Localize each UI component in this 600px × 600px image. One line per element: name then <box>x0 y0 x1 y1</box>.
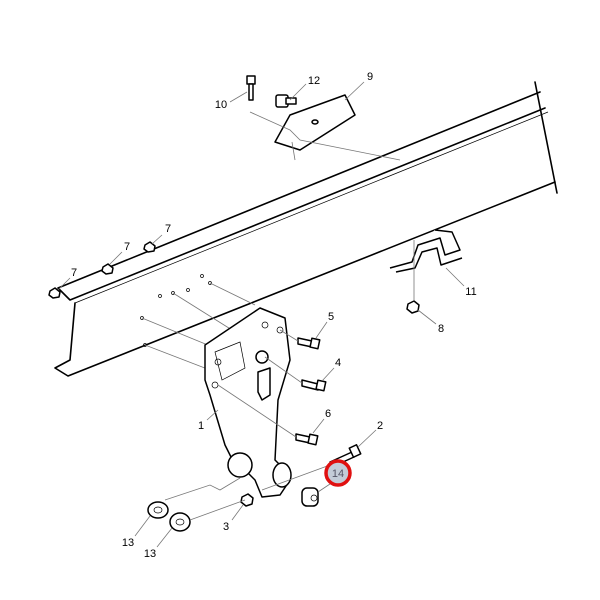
callout-5[interactable]: 5 <box>328 311 334 323</box>
callout-11[interactable]: 11 <box>465 286 476 298</box>
mount-bracket-part-1 <box>204 307 292 498</box>
callout-9[interactable]: 9 <box>367 71 373 83</box>
frame-rail <box>54 81 558 377</box>
nut-part-8 <box>406 300 420 314</box>
callout-4[interactable]: 4 <box>335 357 341 369</box>
bolt-part-10 <box>246 75 256 101</box>
callout-12[interactable]: 12 <box>308 75 320 87</box>
callout-13[interactable]: 13 <box>144 548 156 560</box>
nuts-part-7 <box>48 241 156 299</box>
highlight-circle-14[interactable] <box>324 459 352 487</box>
bracket-part-11 <box>389 229 463 300</box>
callout-10[interactable]: 10 <box>215 99 227 111</box>
callout-14[interactable]: 14 <box>332 468 344 480</box>
nut-part-3 <box>240 493 254 507</box>
callout-6[interactable]: 6 <box>325 408 331 420</box>
callout-7[interactable]: 7 <box>165 223 171 235</box>
callout-1[interactable]: 1 <box>198 420 204 432</box>
callout-3[interactable]: 3 <box>223 521 229 533</box>
washers-part-13 <box>147 477 246 532</box>
callout-labels: 10 12 9 7 7 7 11 8 5 4 6 1 2 14 3 13 13 <box>71 71 477 560</box>
callout-7[interactable]: 7 <box>71 267 77 279</box>
callout-8[interactable]: 8 <box>438 323 444 335</box>
bolts <box>217 329 362 491</box>
pin-part-12 <box>275 94 297 108</box>
callout-7[interactable]: 7 <box>124 241 130 253</box>
callout-2[interactable]: 2 <box>377 420 383 432</box>
bushing-part-14 <box>301 487 319 507</box>
callout-13[interactable]: 13 <box>122 537 134 549</box>
bracket-part-9 <box>249 94 401 161</box>
callout-leaders <box>57 81 465 548</box>
